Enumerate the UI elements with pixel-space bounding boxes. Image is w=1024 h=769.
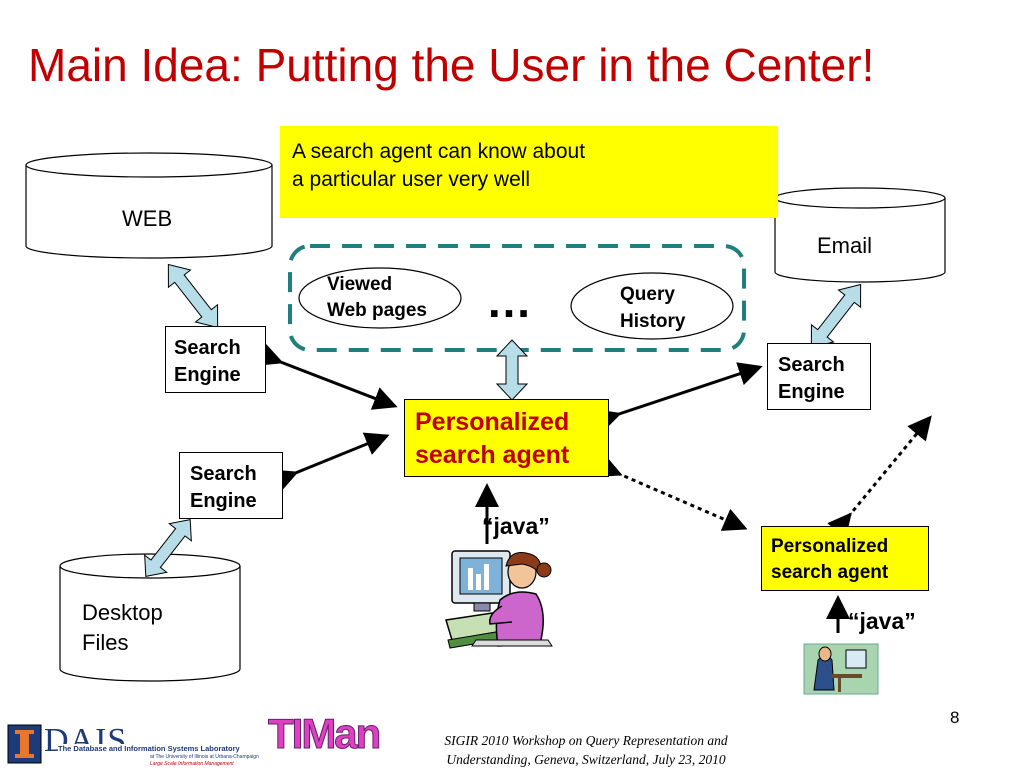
peer-agent-line-1: Personalized — [771, 536, 889, 557]
search-engine-web-line-2: Engine — [174, 364, 241, 386]
personalized-agent-box: Personalized search agent — [404, 399, 609, 477]
user-query-label: “java” — [482, 513, 550, 539]
peer-agent-box: Personalized search agent — [761, 526, 929, 591]
footer-line-2: Understanding, Geneva, Switzerland, July… — [446, 752, 726, 767]
agent-peer-dotted-arrow — [595, 454, 748, 531]
query-history-line-2: History — [620, 311, 686, 332]
web-label: WEB — [122, 206, 173, 231]
search-engine-desktop-line-1: Search — [190, 463, 257, 485]
email-label: Email — [817, 233, 873, 258]
desktop-engine-link-arrow — [144, 519, 192, 577]
search-engine-email-line-2: Engine — [778, 381, 845, 403]
viewed-pages-label: Viewed Web pages — [327, 272, 427, 324]
more-items-ellipsis: … — [486, 275, 532, 327]
footer-line-1: SIGIR 2010 Workshop on Query Representat… — [444, 733, 728, 748]
search-engine-desktop-line-2: Engine — [190, 490, 257, 512]
personalized-agent-line-1: Personalized — [415, 408, 570, 436]
callout-note: A search agent can know about a particul… — [280, 126, 778, 218]
engine2-agent-arrow — [271, 432, 390, 492]
personalized-agent-line-2: search agent — [415, 441, 570, 469]
query-history-ellipse — [570, 272, 734, 340]
dais-logo-subtitle-1: at The University of Illinois at Urbana-… — [150, 754, 259, 760]
man-at-computer-icon — [803, 643, 879, 695]
desktop-label-line-2: Files — [82, 630, 129, 655]
search-engine-box-web: Search Engine — [165, 326, 266, 393]
search-engine-box-email: Search Engine — [767, 343, 871, 410]
engine1-agent-arrow — [256, 343, 398, 410]
viewed-pages-line-2: Web pages — [327, 300, 427, 321]
search-engine-email-line-1: Search — [778, 354, 845, 376]
peer-query-label: “java” — [848, 608, 916, 634]
web-database-cylinder — [25, 152, 273, 259]
engine3-agent-arrow — [595, 362, 763, 433]
search-engine-box-desktop: Search Engine — [179, 452, 283, 519]
email-database-cylinder — [774, 187, 946, 283]
desktop-label-line-1: Desktop — [82, 600, 163, 625]
query-history-line-1: Query — [620, 284, 675, 305]
woman-at-computer-icon — [445, 550, 553, 649]
dais-logo-lab-name: The Database and Information Systems Lab… — [58, 744, 240, 753]
peer-agent-line-2: search agent — [771, 562, 889, 583]
query-history-label: Query History — [620, 281, 685, 335]
callout-line-2: a particular user very well — [292, 168, 531, 191]
footer-citation: SIGIR 2010 Workshop on Query Representat… — [410, 731, 762, 769]
viewed-pages-ellipse — [298, 267, 462, 329]
dais-logo-subtitle-2: Large Scale Information Management — [150, 761, 234, 767]
search-engine-web-line-1: Search — [174, 337, 241, 359]
page-number: 8 — [950, 708, 960, 727]
callout-line-1: A search agent can know about — [292, 140, 586, 163]
desktop-label: Desktop Files — [82, 598, 163, 658]
dais-logo-letters: DAIS — [44, 722, 128, 759]
desktop-database-cylinder — [59, 553, 241, 682]
web-engine-link-arrow — [167, 263, 219, 329]
viewed-pages-line-1: Viewed — [327, 274, 393, 295]
peer-network-dotted-arrow — [827, 415, 932, 539]
page-title: Main Idea: Putting the User in the Cente… — [28, 39, 875, 91]
dais-logo — [7, 724, 42, 764]
timan-logo: TIMan — [267, 710, 381, 758]
